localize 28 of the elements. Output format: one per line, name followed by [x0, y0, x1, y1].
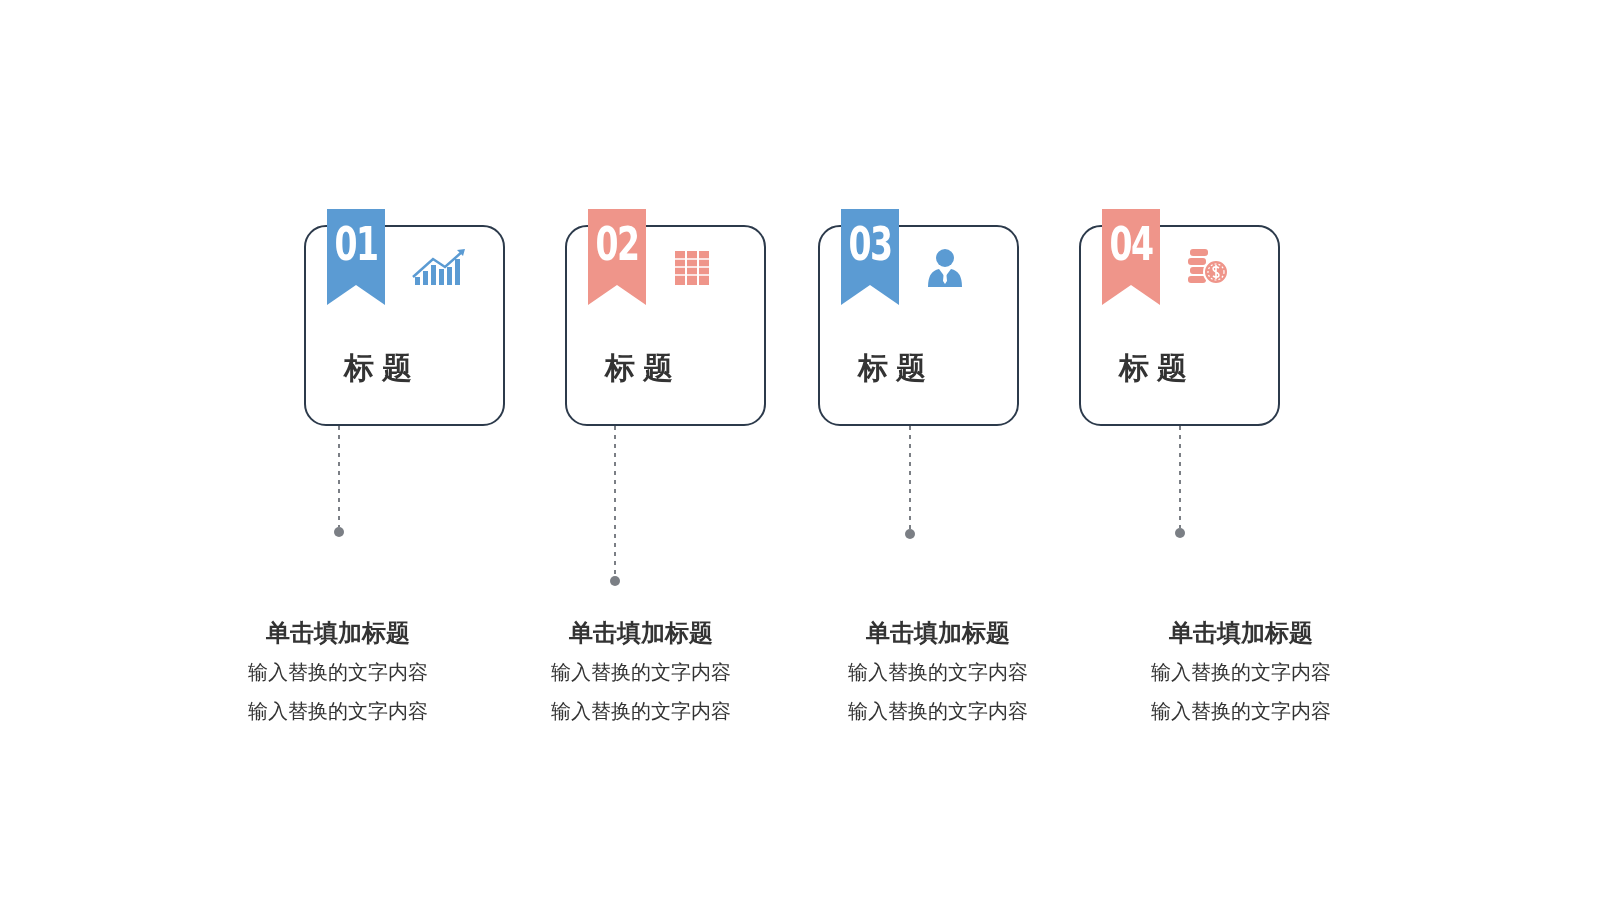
body-text: 输入替换的文字内容 — [248, 699, 428, 724]
subheading: 单击填加标题 — [1169, 618, 1313, 648]
body-text: 输入替换的文字内容 — [848, 699, 1028, 724]
card-title: 标 题 — [1119, 350, 1188, 386]
dashed-connector — [614, 425, 616, 577]
subheading: 单击填加标题 — [866, 618, 1010, 648]
card — [565, 225, 766, 426]
body-text: 输入替换的文字内容 — [551, 699, 731, 724]
number-ribbon: 01 — [327, 209, 385, 305]
card — [1079, 225, 1280, 426]
number-ribbon: 03 — [841, 209, 899, 305]
subheading: 单击填加标题 — [569, 618, 713, 648]
body-text: 输入替换的文字内容 — [551, 660, 731, 685]
dashed-connector — [1179, 425, 1181, 529]
body-text: 输入替换的文字内容 — [1151, 660, 1331, 685]
card — [818, 225, 1019, 426]
body-text: 输入替换的文字内容 — [848, 660, 1028, 685]
body-text: 输入替换的文字内容 — [1151, 699, 1331, 724]
card-title: 标 题 — [344, 350, 413, 386]
subheading: 单击填加标题 — [266, 618, 410, 648]
card — [304, 225, 505, 426]
dashed-connector — [338, 425, 340, 528]
dashed-connector — [909, 425, 911, 530]
body-text: 输入替换的文字内容 — [248, 660, 428, 685]
card-title: 标 题 — [605, 350, 674, 386]
card-title: 标 题 — [858, 350, 927, 386]
number-ribbon: 02 — [588, 209, 646, 305]
number-ribbon: 04 — [1102, 209, 1160, 305]
